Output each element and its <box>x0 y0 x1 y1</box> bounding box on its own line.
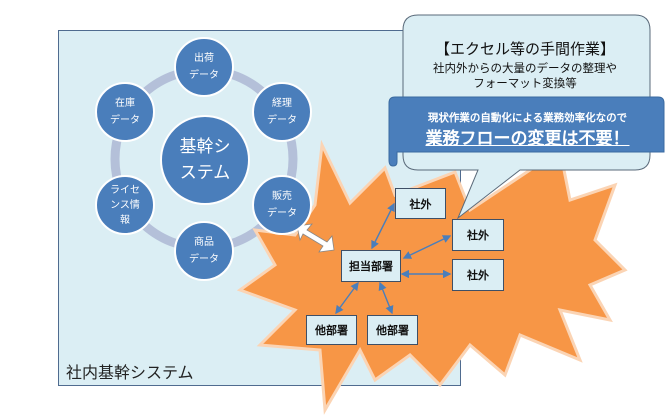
flow-arrows <box>335 202 452 315</box>
node-label: ライセ <box>110 184 140 196</box>
node-label: データ <box>267 208 297 219</box>
callout-body-line1: 社内外からの大量のデータの整理や <box>433 61 617 75</box>
system-panel-label: 社内基幹システム <box>66 363 194 382</box>
node-label: 出荷 <box>194 53 214 64</box>
responsible-dept-box: 担当部署 <box>341 250 401 282</box>
node-label: 在庫 <box>115 98 135 109</box>
node-label: データ <box>267 115 297 126</box>
callout-title: 【エクセル等の手間作業】 <box>434 40 615 58</box>
core-system-node: 基幹システム <box>160 115 250 205</box>
node-label: 経理 <box>272 98 292 109</box>
external-box: 社外 <box>452 219 504 251</box>
node-sales-data: 販売データ <box>252 175 312 235</box>
other-dept-box: 他部署 <box>306 315 357 345</box>
external-box: 社外 <box>395 188 446 219</box>
node-label: データ <box>189 254 219 265</box>
core-label-line2: ステム <box>179 163 231 183</box>
node-accounting-data: 経理データ <box>252 82 312 142</box>
node-inventory-data: 在庫データ <box>95 82 155 142</box>
core-label-line1: 基幹シ <box>179 137 231 157</box>
double-arrow-icon <box>296 223 335 253</box>
node-label: 報 <box>120 214 130 226</box>
node-label: 販売 <box>272 191 292 202</box>
node-label: データ <box>189 70 219 81</box>
other-dept-box: 他部署 <box>367 315 418 345</box>
node-license-info: ライセンス情報 <box>95 175 155 235</box>
banner-ribbon <box>388 96 665 167</box>
node-product-data: 商品データ <box>174 221 234 281</box>
node-shipping-data: 出荷データ <box>174 37 234 97</box>
node-label: データ <box>110 115 140 126</box>
external-box: 社外 <box>452 259 504 291</box>
callout-body: 社内外からの大量のデータの整理や フォーマット変換等 <box>405 61 645 91</box>
banner-headline: 業務フローの変更は不要！ <box>425 129 630 149</box>
banner-subtext: 現状作業の自動化による業務効率化なので <box>427 112 628 124</box>
node-label: ンス情 <box>110 199 140 211</box>
node-label: 商品 <box>194 237 214 248</box>
callout-body-line2: フォーマット変換等 <box>473 76 577 90</box>
